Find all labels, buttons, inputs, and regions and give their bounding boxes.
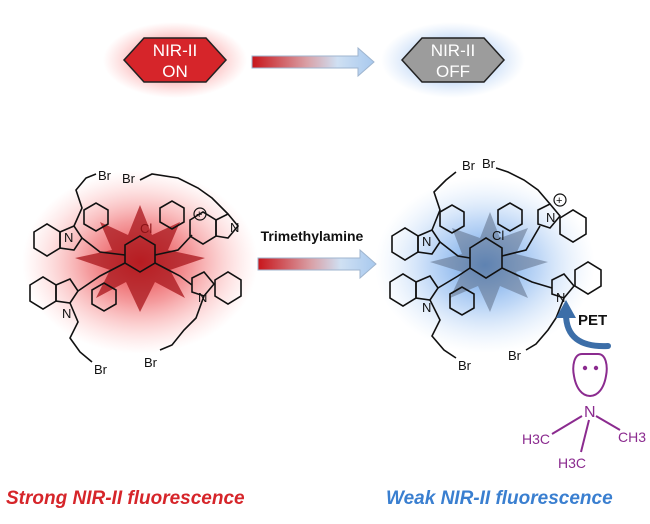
left-n4: N <box>198 290 207 305</box>
left-n2: N <box>62 306 71 321</box>
left-br2: Br <box>122 171 136 186</box>
badge-off-line1: NIR-II <box>431 41 475 60</box>
left-charge-circle <box>193 207 207 221</box>
reaction-label: Trimethylamine <box>261 228 364 244</box>
left-n1: N <box>64 230 73 245</box>
right-plus: + <box>556 195 562 207</box>
fluorescence-star-right <box>430 212 548 312</box>
badge-on-line1: NIR-II <box>153 41 197 60</box>
pet-label: PET <box>578 312 607 329</box>
amine-n: N <box>584 404 596 421</box>
left-br3: Br <box>94 362 108 377</box>
amine-me2: CH3 <box>618 429 646 445</box>
left-br4: Br <box>144 355 158 370</box>
caption-weak: Weak NIR-II fluorescence <box>386 488 613 509</box>
badge-on: NIR-II ON <box>103 22 247 98</box>
badge-on-line2: ON <box>162 62 188 81</box>
right-br3: Br <box>458 358 472 373</box>
badge-off-line2: OFF <box>436 62 470 81</box>
molecule-right: Br Br Br Br N N N N + Cl <box>375 156 602 373</box>
right-n3: N <box>546 210 555 225</box>
left-n3: N <box>230 220 239 235</box>
left-plus: + <box>196 209 202 221</box>
top-arrow <box>251 46 375 78</box>
right-n1: N <box>422 234 431 249</box>
trimethylamine: N H3C CH3 H3C <box>522 353 646 471</box>
pet-arrow <box>556 300 611 350</box>
right-br2: Br <box>482 156 496 171</box>
middle-arrow <box>257 248 377 280</box>
right-charge-circle <box>553 193 567 207</box>
badge-off: NIR-II OFF <box>381 22 525 98</box>
right-n2: N <box>422 300 431 315</box>
right-br4: Br <box>508 348 522 363</box>
right-n4: N <box>556 290 565 305</box>
molecule-left: Br Br Br Br N N N N + Cl <box>22 168 258 377</box>
amine-me1: H3C <box>522 431 550 447</box>
left-br1: Br <box>98 168 112 183</box>
right-cl: Cl <box>492 228 504 243</box>
caption-strong: Strong NIR-II fluorescence <box>6 488 245 509</box>
right-br1: Br <box>462 158 476 173</box>
left-cl: Cl <box>140 221 152 236</box>
amine-me3: H3C <box>558 455 586 471</box>
